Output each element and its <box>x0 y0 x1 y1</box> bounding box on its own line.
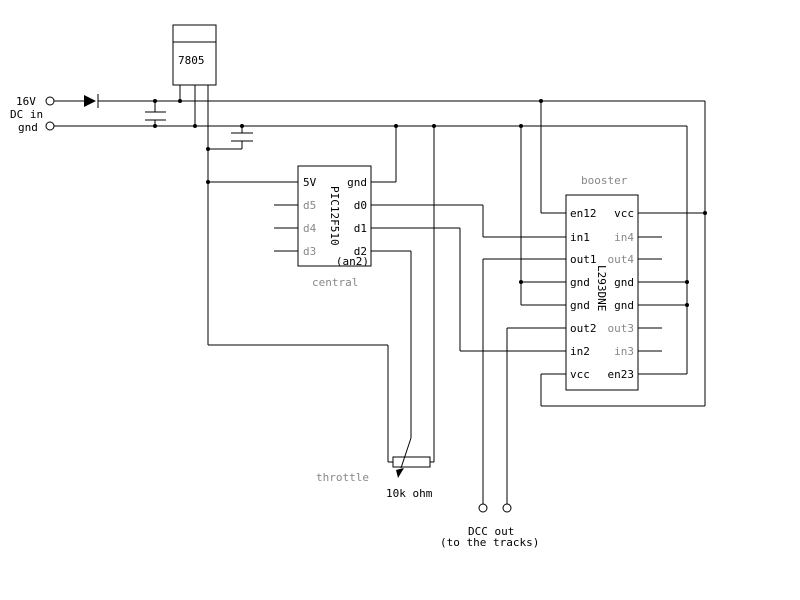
pic-pin-d0: d0 <box>354 199 367 212</box>
dcc-label: DCC out <box>468 525 514 538</box>
l293-pin-gnd-4: gnd <box>614 299 634 312</box>
pic-chip-label: PIC12F510 <box>328 186 341 246</box>
l293-pin-out3: out3 <box>608 322 635 335</box>
dcc-sub-label: (to the tracks) <box>440 536 539 549</box>
l293-pin-in1: in1 <box>570 231 590 244</box>
l293-pin-in2: in2 <box>570 345 590 358</box>
dcc-terminal-1 <box>478 503 488 513</box>
l293-chip: en12 in1 out1 gnd gnd out2 in2 vcc vcc i… <box>565 174 639 391</box>
wires <box>54 85 706 504</box>
l293-pin-en23: en23 <box>608 368 635 381</box>
pic-pin-d1: d1 <box>354 222 367 235</box>
pic-pin-d4: d4 <box>303 222 317 235</box>
input-terminal-plus <box>45 96 55 106</box>
l293-pin-en12: en12 <box>570 207 597 220</box>
dcc-output: DCC out (to the tracks) <box>440 503 539 549</box>
input-terminal-gnd <box>45 121 55 131</box>
diode-symbol <box>84 94 99 108</box>
throttle-label: throttle <box>316 471 369 484</box>
dc-in-label: DC in <box>10 108 43 121</box>
l293-pin-vcc-right: vcc <box>614 207 634 220</box>
pic-chip: 5V d5 d4 d3 gnd d0 d1 d2 (an2) PIC12F510… <box>297 165 372 289</box>
throttle-value: 10k ohm <box>386 487 433 500</box>
wiper-arrow-icon <box>396 468 404 478</box>
pic-an2-label: (an2) <box>336 255 369 268</box>
input-capacitor <box>145 111 166 121</box>
l293-pin-gnd-2: gnd <box>570 299 590 312</box>
l293-pin-gnd-1: gnd <box>570 276 590 289</box>
pic-pin-gnd: gnd <box>347 176 367 189</box>
gnd-input-label: gnd <box>18 121 38 134</box>
pic-pin-d3: d3 <box>303 245 316 258</box>
output-capacitor <box>231 132 253 142</box>
regulator-7805: 7805 <box>172 24 217 86</box>
l293-pin-in3: in3 <box>614 345 634 358</box>
pic-pin-d2: d2 <box>354 245 367 258</box>
l293-pin-out4: out4 <box>608 253 635 266</box>
pic-pin-5v: 5V <box>303 176 317 189</box>
power-input: 16V DC in gnd <box>10 94 99 134</box>
l293-caption: booster <box>581 174 628 187</box>
l293-pin-vcc-left: vcc <box>570 368 590 381</box>
junction-dots <box>153 99 707 307</box>
throttle-potentiometer: throttle 10k ohm <box>316 456 433 500</box>
pic-caption: central <box>312 276 358 289</box>
l293-pin-out2: out2 <box>570 322 597 335</box>
l293-pin-out1: out1 <box>570 253 597 266</box>
regulator-label: 7805 <box>178 54 205 67</box>
l293-chip-label: L293DNE <box>595 265 608 311</box>
voltage-label: 16V <box>16 95 36 108</box>
dcc-terminal-2 <box>502 503 512 513</box>
pic-pin-d5: d5 <box>303 199 316 212</box>
l293-pin-in4: in4 <box>614 231 634 244</box>
l293-pin-gnd-3: gnd <box>614 276 634 289</box>
